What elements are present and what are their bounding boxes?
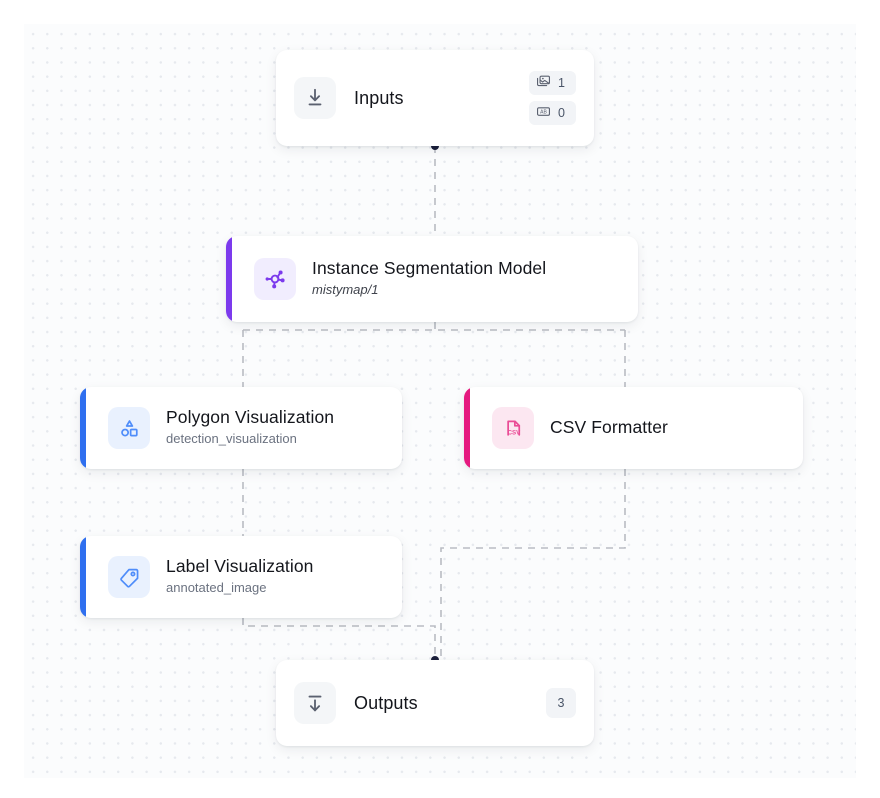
node-csv-text: CSV Formatter xyxy=(550,417,668,439)
inputs-badge-stack: 1 AB 0 xyxy=(529,71,576,125)
node-label-visualization[interactable]: Label Visualization annotated_image xyxy=(80,536,402,618)
edge-csv-to-outputs xyxy=(440,469,626,660)
node-accent-bar xyxy=(80,387,86,469)
svg-text:CSV: CSV xyxy=(507,429,521,436)
node-csv-title: CSV Formatter xyxy=(550,417,668,438)
badge-image-value: 1 xyxy=(558,76,565,90)
node-label-text: Label Visualization annotated_image xyxy=(166,556,314,598)
node-model-title: Instance Segmentation Model xyxy=(312,258,547,279)
node-inputs-text: Inputs xyxy=(354,87,404,110)
outputs-count-badge[interactable]: 3 xyxy=(546,688,576,718)
svg-text:AB: AB xyxy=(540,109,547,115)
node-accent-bar xyxy=(226,236,232,322)
image-icon xyxy=(536,74,551,92)
node-polygon-visualization[interactable]: Polygon Visualization detection_visualiz… xyxy=(80,387,402,469)
node-inputs-title: Inputs xyxy=(354,87,404,108)
tag-icon xyxy=(108,556,150,598)
node-polygon-subtitle: detection_visualization xyxy=(166,431,297,447)
workflow-canvas[interactable]: Inputs 1 AB xyxy=(24,24,856,778)
node-polygon-title: Polygon Visualization xyxy=(166,407,335,428)
node-model-text: Instance Segmentation Model mistymap/1 xyxy=(312,258,546,300)
model-graph-icon xyxy=(254,258,296,300)
node-polygon-text: Polygon Visualization detection_visualiz… xyxy=(166,407,334,449)
shapes-icon xyxy=(108,407,150,449)
node-outputs-title: Outputs xyxy=(354,692,418,713)
csv-file-icon: CSV xyxy=(492,407,534,449)
node-inputs[interactable]: Inputs 1 AB xyxy=(276,50,594,146)
node-instance-segmentation-model[interactable]: Instance Segmentation Model mistymap/1 xyxy=(226,236,638,322)
node-model-subtitle: mistymap/1 xyxy=(312,282,379,298)
outputs-count-value: 3 xyxy=(557,696,565,710)
node-accent-bar xyxy=(80,536,86,618)
download-arrow-icon xyxy=(294,77,336,119)
node-label-subtitle: annotated_image xyxy=(166,580,267,596)
upload-arrow-icon xyxy=(294,682,336,724)
badge-text-count[interactable]: AB 0 xyxy=(529,101,576,125)
node-csv-formatter[interactable]: CSV CSV Formatter xyxy=(464,387,803,469)
node-label-title: Label Visualization xyxy=(166,556,314,577)
node-accent-bar xyxy=(464,387,470,469)
node-outputs[interactable]: Outputs 3 xyxy=(276,660,594,746)
badge-text-value: 0 xyxy=(558,106,565,120)
badge-image-count[interactable]: 1 xyxy=(529,71,576,95)
edge-label-to-outputs xyxy=(242,618,436,660)
text-ab-icon: AB xyxy=(536,104,551,122)
node-outputs-text: Outputs xyxy=(354,692,418,715)
